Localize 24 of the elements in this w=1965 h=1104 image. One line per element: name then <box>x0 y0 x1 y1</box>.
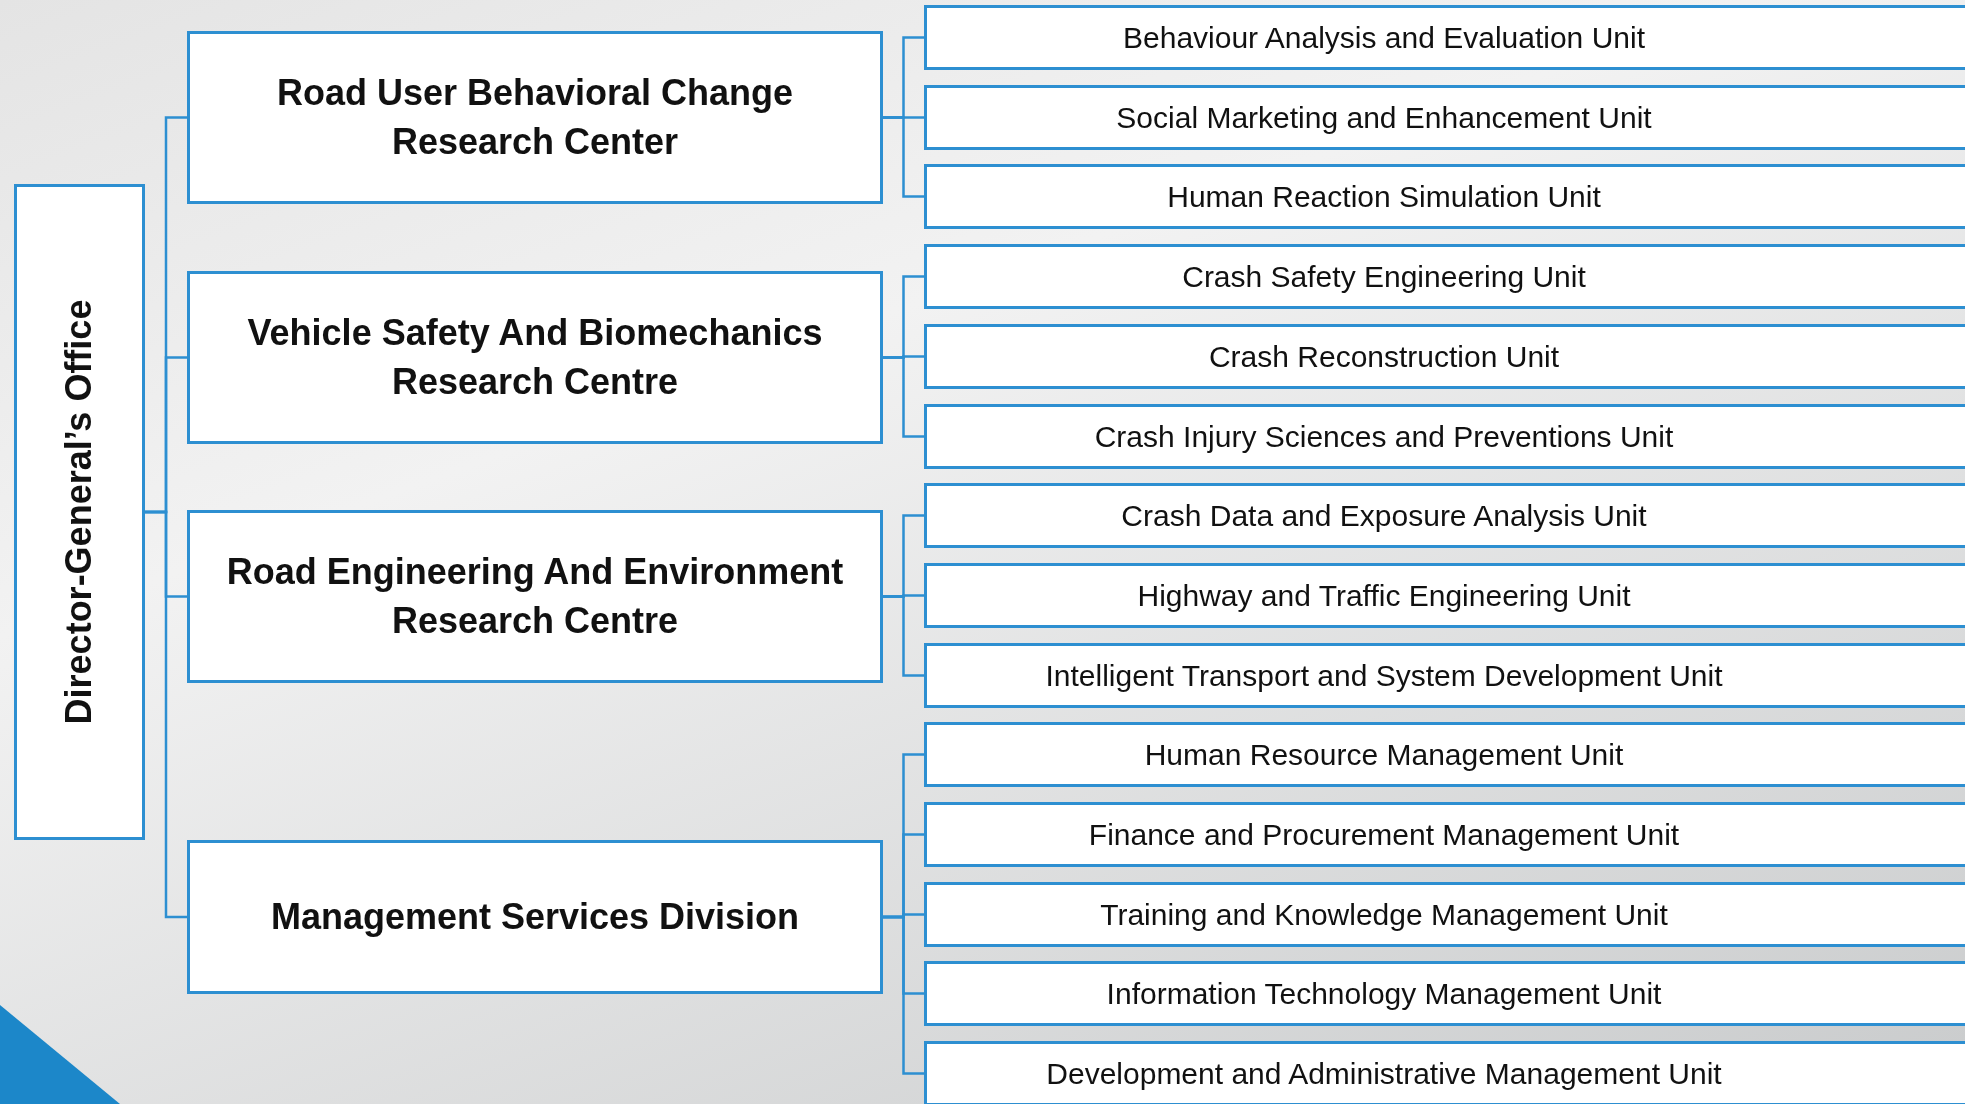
connector-line <box>883 915 924 1075</box>
centre-box: Vehicle Safety And Biomechanics Research Centre <box>187 271 883 444</box>
unit-box: Crash Injury Sciences and Preventions Unit <box>924 404 1965 469</box>
centre-box: Management Services Division <box>187 840 883 994</box>
unit-box: Crash Safety Engineering Unit <box>924 244 1965 309</box>
unit-box: Human Resource Management Unit <box>924 722 1965 787</box>
unit-box: Social Marketing and Enhancement Unit <box>924 85 1965 150</box>
connector-line <box>883 356 924 438</box>
connector-line <box>883 116 924 198</box>
unit-box: Development and Administrative Management Unit <box>924 1041 1965 1104</box>
unit-box: Highway and Traffic Engineering Unit <box>924 563 1965 628</box>
unit-box: Intelligent Transport and System Development Unit <box>924 643 1965 708</box>
connector-line <box>883 595 924 677</box>
unit-box: Behaviour Analysis and Evaluation Unit <box>924 5 1965 70</box>
unit-box: Finance and Procurement Management Unit <box>924 802 1965 867</box>
office-box: Director-General’s Office <box>14 184 145 840</box>
unit-box: Training and Knowledge Management Unit <box>924 882 1965 947</box>
unit-box: Crash Reconstruction Unit <box>924 324 1965 389</box>
unit-box: Human Reaction Simulation Unit <box>924 164 1965 229</box>
unit-box: Information Technology Management Unit <box>924 961 1965 1026</box>
connector-line <box>145 510 187 919</box>
centre-box: Road Engineering And Environment Research Centre <box>187 510 883 683</box>
unit-box: Crash Data and Exposure Analysis Unit <box>924 483 1965 548</box>
centre-box: Road User Behavioral Change Research Center <box>187 31 883 204</box>
